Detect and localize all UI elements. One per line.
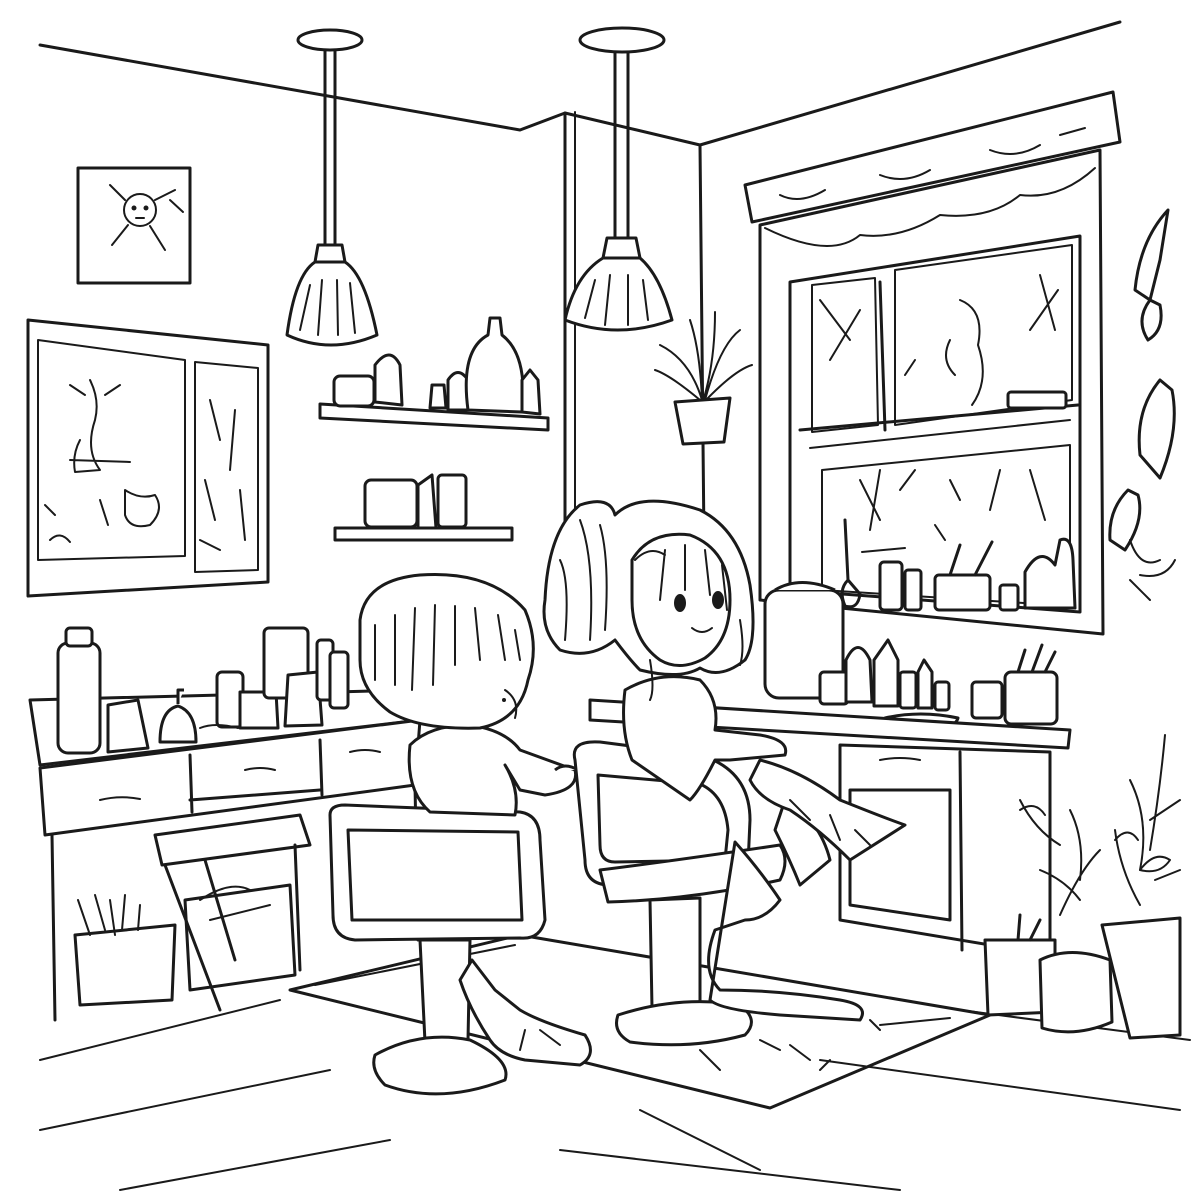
upper-wall-shelf [318, 316, 550, 432]
lower-wall-shelf [333, 473, 514, 542]
window [743, 90, 1122, 636]
small-wall-picture [76, 166, 192, 285]
room-walls [38, 20, 1191, 1191]
wall-plant [654, 311, 753, 446]
right-vanity-counter [588, 581, 1072, 957]
pendant-lamp-right [563, 26, 674, 332]
hanging-wall-decor [1108, 208, 1176, 601]
boy-salon-chair [328, 803, 547, 1096]
large-wall-painting [26, 318, 270, 598]
boy-child [358, 572, 592, 1067]
floor-plants [983, 734, 1182, 1040]
salon-stool [153, 813, 312, 1012]
pendant-lamp-left [285, 28, 379, 347]
girl-child [542, 499, 907, 1022]
